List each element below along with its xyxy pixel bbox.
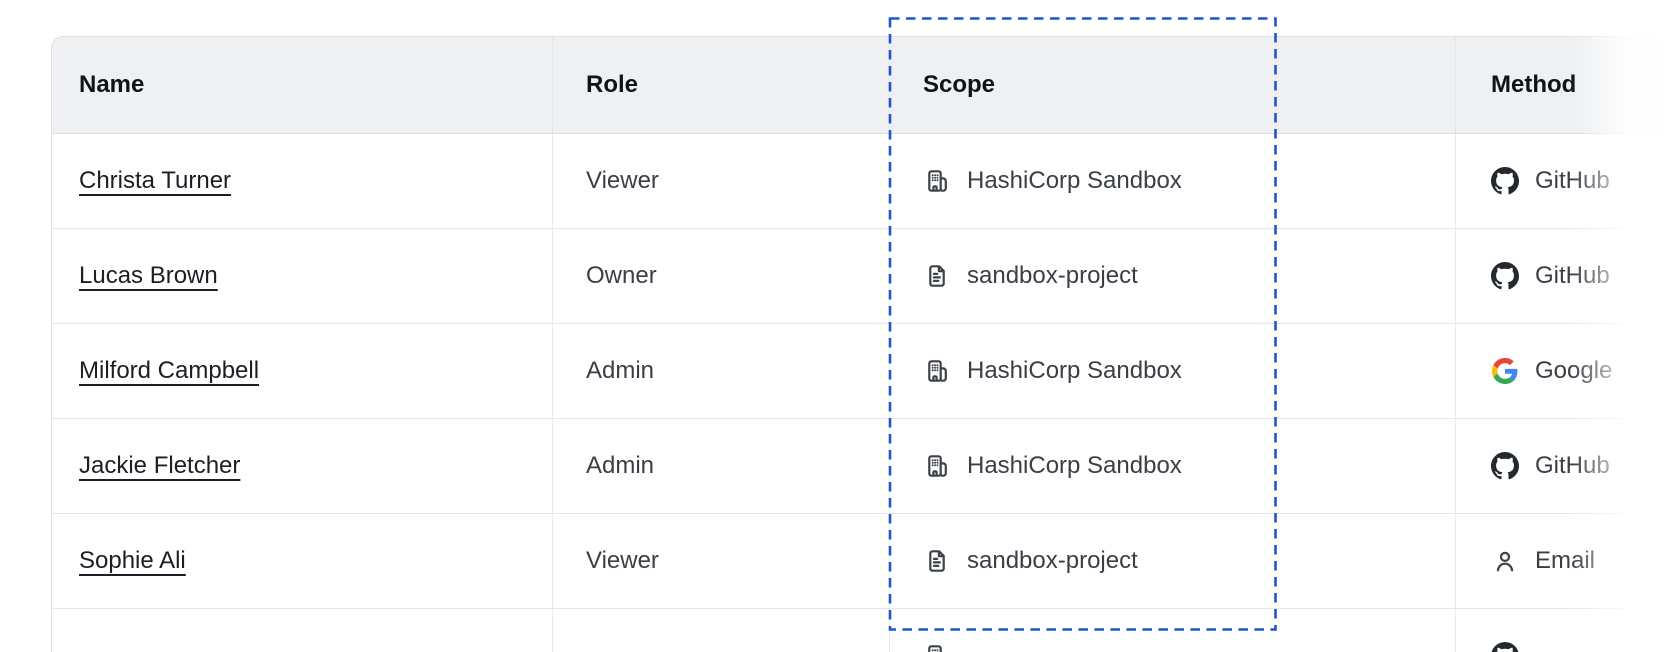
role-cell-text: Viewer bbox=[586, 167, 659, 194]
scope-cell: sandbox-project bbox=[890, 229, 1456, 323]
method-cell-text: Email bbox=[1535, 547, 1596, 574]
role-cell-text: Owner bbox=[586, 262, 657, 289]
method-cell: GitHub bbox=[1456, 419, 1672, 513]
method-cell: GitHub bbox=[1456, 134, 1672, 228]
name-cell: Lucas Brown bbox=[52, 229, 553, 323]
method-cell-text: Google bbox=[1535, 357, 1613, 384]
scope-cell-text: HashiCorp Sandbox bbox=[967, 452, 1182, 479]
column-header-method: Method bbox=[1491, 71, 1577, 98]
role-cell: Owner bbox=[553, 229, 890, 323]
organization-icon bbox=[923, 452, 951, 480]
table-row: Lucas Brown Owner sandbox-project GitHub bbox=[52, 229, 1672, 324]
member-name-link[interactable]: Sophie Ali bbox=[79, 547, 186, 574]
column-header-name: Name bbox=[52, 37, 553, 133]
role-cell-text: Admin bbox=[586, 357, 655, 384]
scope-cell: sandbox-project bbox=[890, 514, 1456, 608]
scope-cell: HashiCorp Sandbox bbox=[890, 324, 1456, 418]
role-cell: Admin bbox=[553, 324, 890, 418]
project-icon bbox=[923, 547, 951, 575]
method-cell-text: GitHub bbox=[1535, 167, 1610, 194]
github-icon bbox=[1491, 642, 1519, 652]
project-icon bbox=[923, 262, 951, 290]
name-cell: Christa Turner bbox=[52, 134, 553, 228]
name-cell: Jackie Fletcher bbox=[52, 419, 553, 513]
role-cell-text: Viewer bbox=[586, 547, 659, 574]
organization-icon bbox=[923, 642, 951, 652]
role-cell-text: Admin bbox=[586, 452, 655, 479]
table-body: Christa Turner Viewer HashiCorp Sandbox … bbox=[52, 134, 1672, 652]
member-name-link[interactable]: Milford Campbell bbox=[79, 357, 260, 384]
method-cell-text: GitHub bbox=[1535, 262, 1610, 289]
name-cell: Milford Campbell bbox=[52, 324, 553, 418]
role-cell bbox=[553, 609, 890, 652]
scope-cell: HashiCorp Sandbox bbox=[890, 419, 1456, 513]
github-icon bbox=[1491, 262, 1519, 290]
member-name-link[interactable]: Jackie Fletcher bbox=[79, 452, 241, 479]
method-cell bbox=[1456, 609, 1672, 652]
role-cell: Viewer bbox=[553, 514, 890, 608]
organization-icon bbox=[923, 357, 951, 385]
method-cell-text: GitHub bbox=[1535, 452, 1610, 479]
scope-cell: HashiCorp Sandbox bbox=[890, 134, 1456, 228]
member-name-link[interactable]: Christa Turner bbox=[79, 167, 232, 194]
member-name-link[interactable]: Lucas Brown bbox=[79, 262, 218, 289]
column-header-role: Role bbox=[553, 37, 890, 133]
method-cell: GitHub bbox=[1456, 229, 1672, 323]
organization-icon bbox=[923, 167, 951, 195]
github-icon bbox=[1491, 167, 1519, 195]
name-cell bbox=[52, 609, 553, 652]
scope-cell-text: HashiCorp Sandbox bbox=[967, 357, 1182, 384]
table-row bbox=[52, 609, 1672, 652]
scope-cell bbox=[890, 609, 1456, 652]
members-table: Name Role Scope Method Christa Turner Vi… bbox=[51, 36, 1672, 652]
scope-cell-text: sandbox-project bbox=[967, 262, 1138, 289]
person-icon bbox=[1491, 547, 1519, 575]
table-row: Sophie Ali Viewer sandbox-project Email bbox=[52, 514, 1672, 609]
scope-cell-text: HashiCorp Sandbox bbox=[967, 167, 1182, 194]
column-header-scope: Scope bbox=[890, 37, 1456, 133]
role-cell: Admin bbox=[553, 419, 890, 513]
name-cell: Sophie Ali bbox=[52, 514, 553, 608]
table-row: Christa Turner Viewer HashiCorp Sandbox … bbox=[52, 134, 1672, 229]
scope-cell-text: sandbox-project bbox=[967, 547, 1138, 574]
table-header-row: Name Role Scope Method bbox=[52, 37, 1672, 134]
method-cell: Email bbox=[1456, 514, 1672, 608]
table-row: Jackie Fletcher Admin HashiCorp Sandbox … bbox=[52, 419, 1672, 514]
role-cell: Viewer bbox=[553, 134, 890, 228]
method-cell: Google bbox=[1456, 324, 1672, 418]
table-row: Milford Campbell Admin HashiCorp Sandbox… bbox=[52, 324, 1672, 419]
google-icon bbox=[1491, 357, 1519, 385]
github-icon bbox=[1491, 452, 1519, 480]
